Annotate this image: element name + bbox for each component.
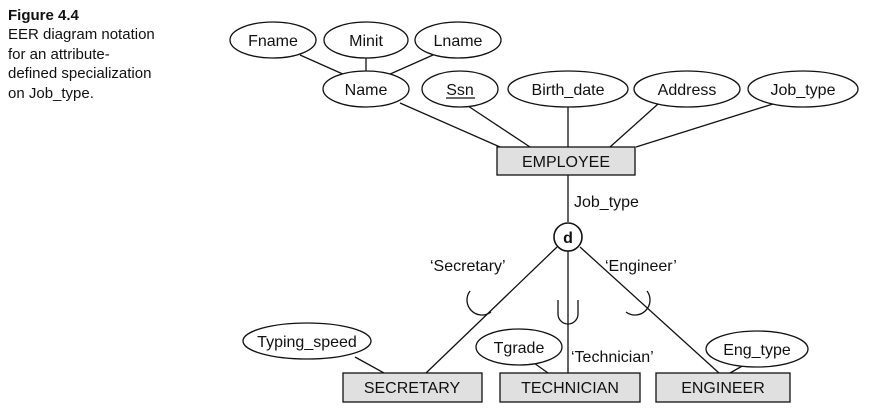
- subset-symbol-secretary: [466, 290, 492, 316]
- attribute-birth-date: Birth_date: [507, 70, 629, 108]
- attribute-fname-text: Fname: [248, 33, 298, 50]
- lname-name-line: [387, 54, 434, 76]
- attribute-eng-type-text: Eng_type: [723, 342, 791, 359]
- name-employee-line: [399, 102, 501, 148]
- entity-engineer: ENGINEER: [655, 372, 791, 403]
- typingspeed-secretary-line: [354, 356, 385, 374]
- attribute-name: Name: [322, 70, 410, 108]
- ssn-employee-line: [464, 103, 531, 148]
- caption-line-4: on Job_type.: [8, 84, 94, 102]
- label-technician-value: ‘Technician’: [571, 349, 654, 366]
- attribute-typing-speed-text: Typing_speed: [257, 334, 357, 351]
- attribute-name-text: Name: [345, 82, 388, 99]
- entity-technician: TECHNICIAN: [499, 372, 641, 403]
- disjoint-constraint-text: d: [563, 230, 573, 247]
- caption-line-3: defined specialization: [8, 65, 152, 82]
- defining-attribute-label: Job_type: [574, 194, 639, 211]
- label-engineer-value: ‘Engineer’: [605, 258, 677, 275]
- subset-symbol-technician: [557, 300, 579, 325]
- disjoint-circle: d: [553, 222, 583, 252]
- entity-employee: EMPLOYEE: [496, 146, 636, 176]
- connectors: [299, 54, 777, 374]
- attribute-job-type: Job_type: [747, 70, 859, 108]
- entity-engineer-text: ENGINEER: [681, 380, 765, 397]
- jobtype-employee-line: [635, 102, 777, 148]
- circle-engineer-line: [579, 246, 720, 374]
- fname-name-line: [299, 54, 346, 76]
- figure-label: Figure 4.4: [8, 7, 79, 24]
- figure-caption: Figure 4.4 EER diagram notation for an a…: [8, 6, 213, 103]
- attribute-minit: Minit: [323, 21, 409, 59]
- attribute-address-text: Address: [658, 82, 717, 99]
- attribute-ssn-text: Ssn: [446, 82, 474, 99]
- entity-secretary: SECRETARY: [342, 372, 483, 403]
- attribute-birth-date-text: Birth_date: [532, 82, 605, 99]
- tgrade-technician-line: [533, 362, 549, 374]
- attribute-tgrade: Tgrade: [475, 328, 563, 366]
- subset-symbols: [466, 290, 651, 325]
- entity-employee-text: EMPLOYEE: [522, 154, 610, 171]
- attribute-fname: Fname: [229, 21, 317, 59]
- label-secretary-value: ‘Secretary’: [430, 258, 506, 275]
- subset-symbol-engineer: [625, 290, 651, 316]
- attribute-address: Address: [633, 70, 741, 108]
- attribute-eng-type: Eng_type: [705, 330, 809, 368]
- entity-secretary-text: SECRETARY: [364, 380, 461, 397]
- entity-technician-text: TECHNICIAN: [521, 380, 619, 397]
- address-employee-line: [609, 103, 659, 148]
- caption-line-2: for an attribute-: [8, 45, 110, 63]
- attribute-minit-text: Minit: [349, 33, 383, 50]
- attribute-ssn: Ssn: [421, 70, 499, 108]
- caption-line-1: EER diagram notation: [8, 26, 155, 43]
- circle-secretary-line: [425, 246, 558, 374]
- attribute-typing-speed: Typing_speed: [242, 322, 372, 360]
- attribute-job-type-text: Job_type: [771, 82, 836, 99]
- attribute-lname: Lname: [414, 21, 502, 59]
- attribute-tgrade-text: Tgrade: [494, 340, 545, 357]
- attribute-lname-text: Lname: [434, 33, 483, 50]
